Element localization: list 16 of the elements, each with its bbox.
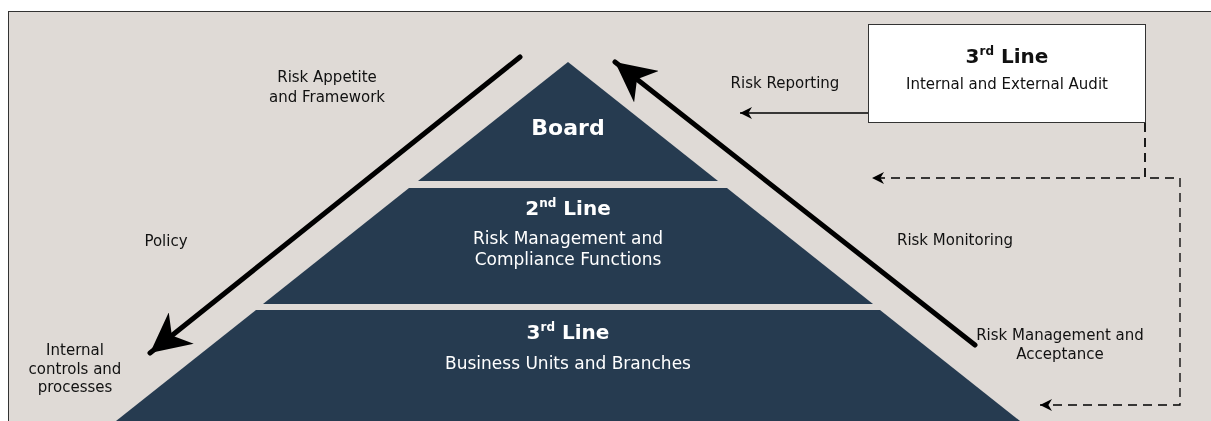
subtitle: Internal and External Audit [905, 75, 1109, 94]
annotation-text: Policy [143, 232, 189, 252]
heading: Board [530, 114, 606, 142]
annotation-text: Risk Appetite and Framework [268, 68, 386, 107]
heading: 2$^{nd}$ Line [524, 196, 612, 221]
subtitle: Risk Management and Compliance Functions [472, 228, 664, 271]
thick-arrow [147, 54, 523, 356]
heading: 3$^{rd}$ Line [964, 44, 1050, 69]
annotation-text: Internal controls and processes [27, 340, 123, 398]
annotation-text: Risk Monitoring [895, 231, 1015, 251]
heading: 3$^{rd}$ Line [525, 320, 611, 345]
subtitle: Business Units and Branches [444, 353, 692, 375]
arrow [739, 107, 869, 119]
annotation-text: Risk Management and Acceptance [975, 326, 1145, 364]
thick-arrow [612, 59, 978, 348]
dashed-arrow [1039, 122, 1181, 411]
